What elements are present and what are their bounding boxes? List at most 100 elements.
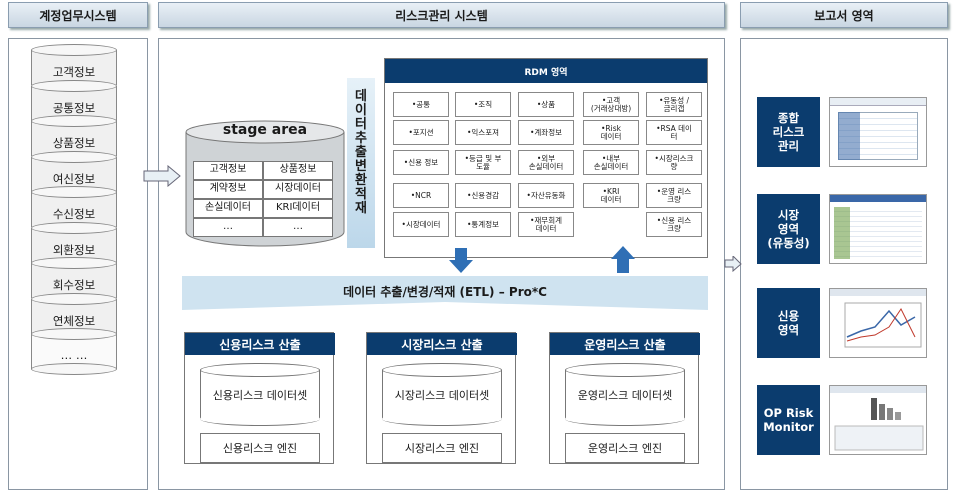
stage-cell: …	[193, 218, 263, 237]
rdm-cell: •신용경감	[455, 183, 511, 208]
rdm-cell-label: •포지션	[408, 127, 434, 137]
rdm-cell-label: •신용 정보	[403, 157, 439, 167]
rdm-cell: •외부 손실데이터	[518, 150, 574, 175]
source-item: … …	[31, 328, 117, 375]
rdm-cell: •Risk 데이터	[583, 120, 639, 145]
dataset-cylinder-top	[200, 363, 320, 377]
header-source-systems: 계정업무시스템	[8, 2, 148, 28]
arrow-risk-to-report	[724, 256, 742, 272]
source-item-rim	[31, 221, 117, 234]
engine-label: 신용리스크 엔진	[200, 433, 320, 463]
arrow-up-to-rdm	[611, 246, 635, 273]
dataset-label: 시장리스크 데이터셋	[394, 389, 490, 402]
source-item-rim	[31, 79, 117, 92]
rdm-cell-label: •통계정보	[466, 219, 500, 229]
source-item-rim	[31, 150, 117, 163]
rdm-cell: •NCR	[393, 183, 449, 208]
engine-label: 운영리스크 엔진	[565, 433, 685, 463]
source-item-rim	[31, 44, 117, 56]
arrow-down-to-etl	[449, 248, 473, 273]
dataset-label: 운영리스크 데이터셋	[577, 389, 673, 402]
rdm-cell-label: •신용 리스 크량	[656, 215, 692, 233]
rdm-cell-label: •익스포져	[466, 127, 500, 137]
source-item-rim	[31, 328, 117, 340]
header-report-label: 보고서 영역	[814, 8, 874, 23]
source-item-label: 회수정보	[52, 278, 96, 292]
rdm-cell: •KRI 데이터	[583, 183, 639, 208]
report-item[interactable]: 종합 리스크 관리	[757, 97, 820, 167]
rdm-cell-label: •고객 (거래상대방)	[590, 95, 632, 113]
dataset-cylinder: 신용리스크 데이터셋	[200, 363, 320, 426]
extract-label-char: 터	[355, 117, 367, 132]
header-risk-label: 리스크관리 시스템	[395, 8, 488, 23]
rdm-cell: •계좌정보	[518, 120, 574, 145]
rdm-cell-label: •NCR	[410, 190, 432, 200]
report-item[interactable]: 신용 영역	[757, 288, 820, 358]
dataset-cylinder-bottom	[565, 412, 685, 426]
rdm-cell-label: •조직	[473, 99, 493, 109]
source-item-label: 수신정보	[52, 207, 96, 221]
source-item: 상품정보	[31, 115, 117, 156]
rdm-cell-label: •등급 및 부 도율	[464, 153, 502, 171]
rdm-cell-label: •RSA 데이 터	[656, 123, 692, 141]
extract-label-char: 추	[355, 131, 367, 146]
rdm-cell-label: •신용경감	[466, 190, 500, 200]
source-item-label: 외환정보	[52, 242, 96, 257]
rdm-cell: •시장리스크 량	[646, 150, 702, 175]
dataset-label: 신용리스크 데이터셋	[212, 389, 308, 402]
rdm-title: RDM 영역	[385, 59, 707, 83]
rdm-cell: •공통	[393, 92, 449, 117]
report-thumbnail	[829, 97, 927, 167]
rdm-cell: •자산유동화	[518, 183, 574, 208]
rdm-cell: •운영 리스 크량	[646, 183, 702, 208]
source-item-rim	[31, 186, 117, 198]
arrow-source-to-stage	[143, 165, 181, 187]
rdm-cell-label: •시장리스크 량	[654, 153, 694, 171]
etl-band: 데이터 추출/변경/적재 (ETL) – Pro*C	[182, 276, 708, 310]
source-item-label: … …	[60, 348, 88, 362]
rdm-cell-label: •운영 리스 크량	[656, 186, 692, 204]
source-item-rim	[31, 257, 117, 269]
rdm-cell: •등급 및 부 도율	[455, 150, 511, 175]
source-item-label: 공통정보	[52, 100, 96, 115]
engine-title: 신용리스크 산출	[185, 333, 335, 355]
rdm-cell: •재무회계 데이터	[518, 212, 574, 237]
stage-cell: 손실데이터	[193, 199, 263, 218]
extract-label-char: 이	[355, 103, 367, 118]
dataset-cylinder-top	[382, 363, 502, 377]
stage-cell: 시장데이터	[263, 180, 333, 199]
report-item[interactable]: 시장 영역 (유동성)	[757, 194, 820, 264]
rdm-cell: •신용 정보	[393, 150, 449, 175]
engine-title: 운영리스크 산출	[550, 333, 700, 355]
report-thumbnail	[829, 194, 927, 264]
source-item-rim	[31, 115, 117, 127]
rdm-cell: •내부 손실데이터	[583, 150, 639, 175]
dataset-cylinder: 시장리스크 데이터셋	[382, 363, 502, 426]
engine-title: 시장리스크 산출	[367, 333, 517, 355]
extract-label-char: 변	[355, 159, 367, 174]
source-item-rim	[31, 292, 117, 305]
extract-label-char: 적	[355, 187, 367, 202]
dataset-cylinder: 운영리스크 데이터셋	[565, 363, 685, 426]
report-item[interactable]: OP Risk Monitor	[757, 385, 820, 455]
dataset-cylinder-bottom	[200, 412, 320, 426]
rdm-cell-label: •공통	[411, 99, 431, 109]
stage-title: stage area	[222, 122, 308, 138]
rdm-cell-label: •상품	[536, 99, 556, 109]
dataset-cylinder-top	[565, 363, 685, 377]
source-item-label: 고객정보	[52, 65, 96, 79]
rdm-cell: •유동성 / 금리갭	[646, 92, 702, 117]
rdm-cell: •상품	[518, 92, 574, 117]
rdm-cell-label: •Risk 데이터	[600, 123, 622, 141]
stage-cell: 상품정보	[263, 161, 333, 180]
rdm-cell-label: •시장데이터	[401, 219, 441, 229]
rdm-cell-label: •자산유동화	[526, 190, 566, 200]
rdm-cell: •신용 리스 크량	[646, 212, 702, 237]
source-item-base	[31, 363, 117, 375]
report-thumbnail	[829, 288, 927, 358]
